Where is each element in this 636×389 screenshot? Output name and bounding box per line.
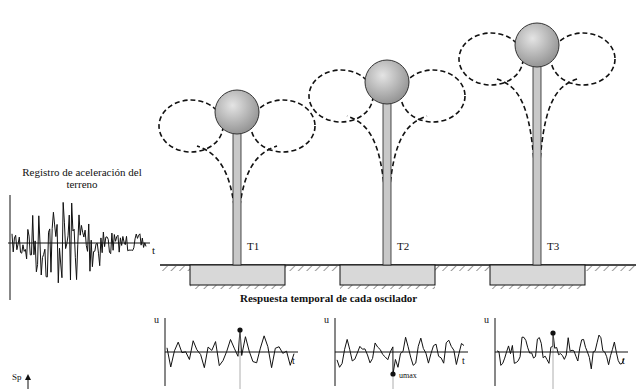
column [233, 132, 241, 265]
peak-dot [390, 371, 395, 376]
period-label: T3 [547, 240, 559, 252]
acc-axis [10, 195, 11, 300]
axis-label: t [462, 355, 465, 366]
displaced-mass [309, 70, 373, 122]
foundation [190, 265, 285, 285]
sp-axis [28, 377, 29, 389]
deformed-column [237, 146, 277, 262]
response-curve [337, 337, 464, 374]
axis-label: Sp [12, 373, 22, 383]
deformed-column [537, 79, 577, 262]
mass [515, 23, 559, 67]
acceleration-record [12, 202, 146, 282]
axis-label: u [154, 314, 159, 325]
displaced-mass [159, 100, 223, 152]
foundation-hatch [490, 285, 585, 289]
displaced-mass [459, 33, 523, 85]
foundation-hatch [340, 285, 435, 289]
axis [495, 352, 628, 353]
axis-label: t [622, 355, 625, 366]
foundation-hatch [190, 285, 285, 289]
oscillator [309, 60, 465, 265]
displaced-mass [401, 70, 465, 122]
deformed-column [347, 116, 387, 262]
response-curve [167, 330, 294, 368]
deformed-column [497, 79, 537, 262]
response-curve [497, 333, 624, 369]
deformed-column [197, 146, 237, 262]
axis-label: u [324, 314, 329, 325]
displaced-mass [251, 100, 315, 152]
axis [335, 352, 468, 353]
signals [8, 195, 624, 389]
axis-label: t [152, 244, 155, 256]
deformed-column [387, 116, 427, 262]
axis-label: u [484, 314, 489, 325]
oscillator [459, 23, 615, 265]
record-title: Registro de aceleración del terreno [18, 166, 146, 190]
column [533, 65, 541, 265]
displaced-mass [551, 33, 615, 85]
column [383, 102, 391, 265]
oscillators [159, 23, 615, 265]
peak-line [240, 330, 241, 389]
peak-line [553, 333, 554, 389]
mass [215, 90, 259, 134]
foundation [340, 265, 435, 285]
section-heading: Respuesta temporal de cada oscilador [240, 292, 417, 304]
peak-label: umax [399, 372, 417, 381]
peak-dot [237, 327, 242, 332]
period-label: T1 [247, 240, 259, 252]
axis-label: t [292, 355, 295, 366]
axis [165, 352, 298, 353]
mass [365, 60, 409, 104]
peak-dot [550, 330, 555, 335]
foundations [190, 265, 585, 289]
oscillator [159, 90, 315, 265]
response-axes [165, 318, 628, 386]
foundation [490, 265, 585, 285]
period-label: T2 [397, 240, 409, 252]
